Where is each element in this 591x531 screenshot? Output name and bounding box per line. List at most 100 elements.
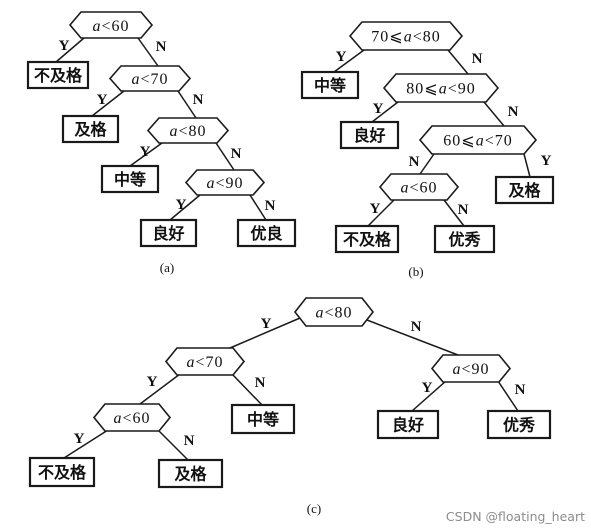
decision-node: a<70 — [164, 347, 246, 376]
no-label: N — [265, 198, 276, 214]
no-edge — [419, 153, 435, 175]
condition-label: a<60 — [92, 18, 129, 35]
grade-label: 中等 — [247, 410, 279, 429]
leaf-node: 中等 — [100, 164, 160, 194]
condition-label: 80⩽a<90 — [406, 81, 475, 98]
condition-label: a<60 — [113, 410, 150, 427]
leaf-node: 优秀 — [433, 224, 496, 254]
decision-node: a<60 — [68, 11, 154, 39]
no-label: N — [458, 202, 469, 218]
yes-label: Y — [336, 49, 347, 65]
leaf-node: 不及格 — [28, 456, 96, 488]
grade-label: 优秀 — [503, 416, 535, 435]
decision-node: 80⩽a<90 — [382, 73, 500, 103]
condition-label: a<90 — [206, 175, 243, 192]
leaf-box — [26, 60, 90, 90]
decision-node: a<80 — [146, 117, 230, 144]
no-edge — [497, 380, 519, 412]
hexagon-shape — [68, 11, 154, 39]
tree-caption: (a) — [160, 260, 174, 275]
no-edge — [215, 142, 235, 171]
hexagon-shape — [293, 297, 375, 327]
no-edge — [483, 101, 505, 127]
no-edge — [366, 319, 459, 356]
grade-label: 中等 — [114, 170, 146, 189]
leaf-box — [339, 120, 400, 150]
no-label: N — [231, 146, 242, 162]
tree-caption: (b) — [408, 264, 423, 279]
no-label: N — [156, 39, 167, 55]
leaf-node: 不及格 — [26, 60, 90, 90]
decision-node: a<60 — [92, 403, 172, 432]
leaf-node: 及格 — [157, 458, 224, 489]
condition-label: a<80 — [169, 123, 206, 140]
condition-label: a<90 — [452, 361, 489, 378]
leaf-node: 不及格 — [334, 224, 400, 254]
yes-edge — [91, 90, 125, 117]
grade-label: 优秀 — [448, 230, 480, 249]
leaf-box — [486, 409, 552, 440]
hexagon-shape — [184, 169, 266, 196]
yes-edge — [55, 37, 85, 63]
leaf-box — [61, 114, 120, 144]
yes-label: Y — [541, 153, 552, 169]
no-edge — [249, 194, 267, 221]
grade-label: 不及格 — [343, 230, 392, 249]
no-edge — [231, 373, 263, 406]
yes-edge — [139, 373, 181, 405]
condition-label: a<70 — [186, 354, 223, 371]
hexagon-shape — [348, 21, 464, 51]
no-label: N — [409, 154, 420, 170]
yes-edge — [371, 101, 399, 123]
grade-label: 良好 — [392, 416, 424, 435]
tree-caption: (c) — [307, 501, 321, 516]
yes-edge — [169, 194, 201, 221]
yes-label: Y — [147, 374, 158, 390]
decision-node: a<60 — [378, 173, 460, 201]
yes-edge — [333, 49, 365, 73]
grade-label: 良好 — [152, 224, 184, 243]
leaf-box — [28, 456, 96, 488]
leaf-box — [494, 175, 555, 205]
leaf-node: 良好 — [139, 218, 198, 248]
yes-label: Y — [261, 316, 272, 332]
leaf-node: 中等 — [300, 70, 360, 100]
grade-label: 及格 — [74, 120, 107, 139]
grade-label: 不及格 — [38, 463, 87, 482]
leaf-box — [334, 224, 400, 254]
no-label: N — [515, 382, 526, 398]
no-edge — [157, 429, 189, 461]
leaf-node: 中等 — [230, 403, 296, 435]
yes-label: Y — [59, 38, 70, 54]
leaf-node: 优良 — [236, 218, 297, 248]
condition-label: 60⩽a<70 — [443, 133, 512, 150]
tree-b: Y N Y N N Y Y N 70⩽a<80 80⩽a<90 60⩽a<70 … — [300, 21, 555, 279]
leaf-box — [139, 218, 198, 248]
yes-edge — [411, 380, 447, 412]
leaf-box — [376, 409, 440, 440]
leaf-node: 良好 — [376, 409, 440, 440]
no-edge — [137, 37, 159, 67]
leaf-node: 及格 — [494, 175, 555, 205]
grade-label: 中等 — [314, 76, 346, 95]
no-label: N — [255, 375, 266, 391]
leaf-box — [157, 458, 224, 489]
no-label: N — [193, 92, 204, 108]
leaf-node: 及格 — [61, 114, 120, 144]
decision-node: 70⩽a<80 — [348, 21, 464, 51]
no-edge — [447, 49, 469, 75]
no-edge — [443, 199, 465, 227]
condition-label: a<70 — [131, 71, 168, 88]
tree-a: Y N Y N Y N Y N a<60 a<70 a<80 a<90 不及格 — [26, 11, 297, 275]
yes-edge — [523, 153, 531, 178]
leaf-box — [300, 70, 360, 100]
hexagon-shape — [108, 65, 192, 92]
condition-label: a<80 — [315, 305, 352, 322]
yes-edge — [63, 429, 109, 459]
leaf-box — [230, 403, 296, 435]
yes-label: Y — [422, 380, 433, 396]
no-label: N — [411, 319, 422, 335]
yes-label: Y — [373, 101, 384, 117]
decision-node: a<80 — [293, 297, 375, 327]
condition-label: a<60 — [400, 180, 437, 197]
